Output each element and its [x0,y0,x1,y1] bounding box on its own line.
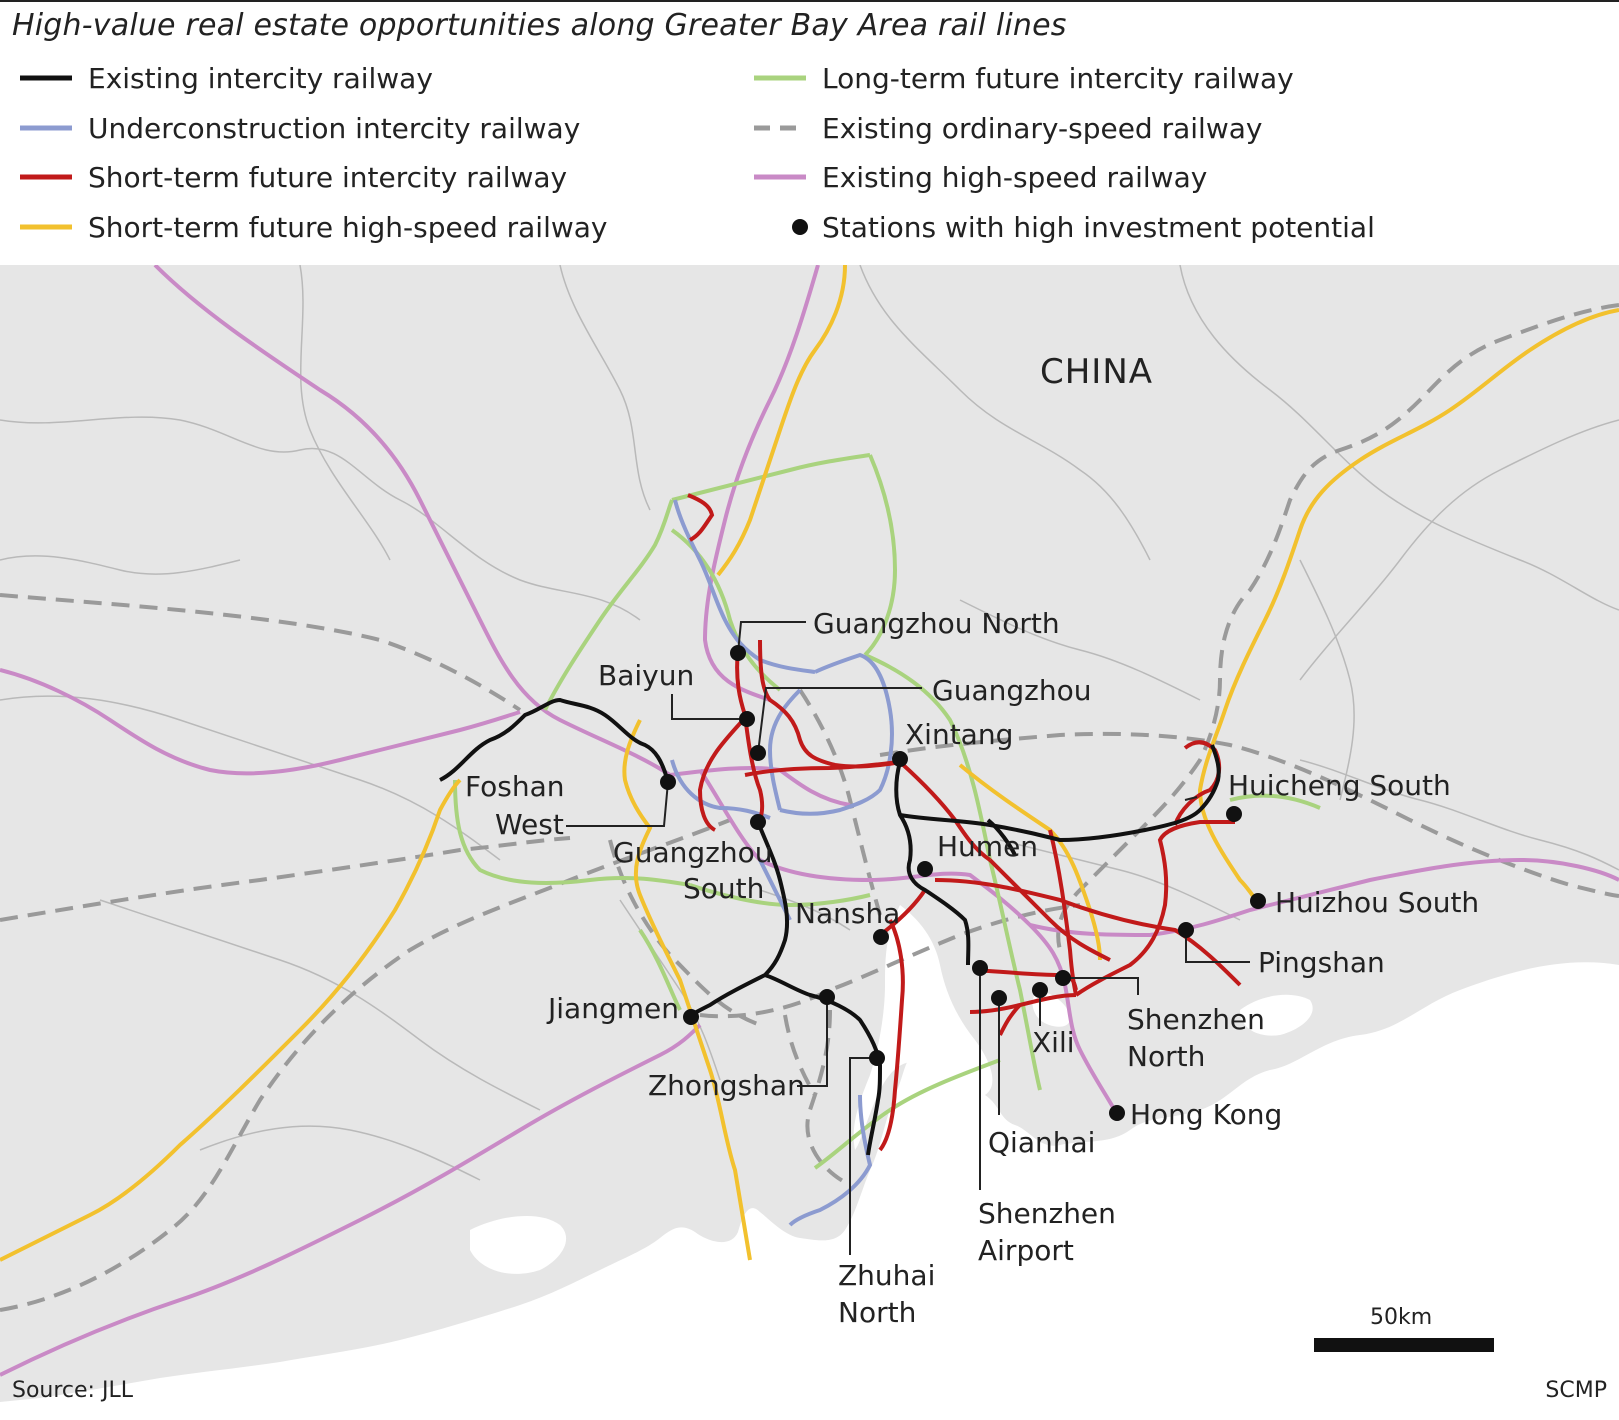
label-shenzhen-north-line2: North [1127,1040,1205,1073]
legend-swatch-ordinary-speed [752,118,808,138]
label-guangzhou-north: Guangzhou North [813,607,1060,640]
legend-item-stations: Stations with high investment potential [752,207,1375,247]
label-foshan-west-line2: West [495,808,564,841]
station-dot-guangzhou[interactable] [750,745,766,761]
credit-label: SCMP [1545,1378,1607,1403]
legend-label: Long-term future intercity railway [822,61,1294,95]
station-dot-shenzhen-north[interactable] [1055,970,1071,986]
leader-lines [566,621,1250,1255]
leader-foshan-west [566,781,669,827]
label-hong-kong: Hong Kong [1130,1098,1282,1131]
boundaries [0,264,1619,1181]
leader-zhuhai-north [849,1057,877,1255]
station-dot-shenzhen-airport[interactable] [972,960,988,976]
legend-label: Short-term future intercity railway [88,160,568,194]
leader-huicheng-south [1184,796,1198,801]
scale-bar [1314,1338,1494,1352]
legend-swatch-underconstruction-intercity [18,118,74,138]
leader-pingshan [1185,930,1250,963]
legend-label: Existing high-speed railway [822,160,1208,194]
label-zhuhai-north-line1: Zhuhai [838,1259,935,1292]
station-dot-guangzhou-south[interactable] [750,814,766,830]
leader-baiyun [671,694,747,720]
top-rule [0,0,1619,2]
legend-swatch-shortterm-highspeed [18,217,74,237]
label-nansha: Nansha [795,897,900,930]
label-xintang: Xintang [905,718,1013,751]
label-xili: Xili [1032,1026,1075,1059]
label-huizhou-south: Huizhou South [1275,886,1479,919]
legend-label: Existing ordinary-speed railway [822,111,1263,145]
label-qianhai: Qianhai [988,1126,1095,1159]
station-dot-jiangmen[interactable] [683,1009,699,1025]
map-svg: CHINA Guangzhou North Baiyun Guangzhou X… [0,263,1619,1402]
legend-item-shortterm-intercity: Short-term future intercity railway [18,157,567,197]
station-dot-pingshan[interactable] [1178,922,1194,938]
legend-swatch-longterm-intercity [752,68,808,88]
station-dot-hong-kong[interactable] [1109,1105,1125,1121]
station-dot-xili[interactable] [1032,982,1048,998]
label-guangzhou: Guangzhou [932,674,1091,707]
station-dot-huizhou-south[interactable] [1250,893,1266,909]
scale-label: 50km [1370,1305,1433,1330]
legend-label: Underconstruction intercity railway [88,111,581,145]
station-dot-nansha[interactable] [873,929,889,945]
legend-item-existing-intercity: Existing intercity railway [18,58,433,98]
station-dot-huicheng-south[interactable] [1226,806,1242,822]
legend-item-existing-highspeed: Existing high-speed railway [752,157,1207,197]
label-guangzhou-south-line1: Guangzhou [613,836,772,869]
region-label-china: CHINA [1040,352,1153,392]
daya-bay-water [1240,994,1313,1036]
label-huicheng-south: Huicheng South [1228,769,1451,802]
station-dot-zhuhai-north[interactable] [869,1050,885,1066]
label-baiyun: Baiyun [598,659,694,692]
legend-item-shortterm-highspeed: Short-term future high-speed railway [18,207,608,247]
legend-swatch-existing-intercity [18,68,74,88]
station-dot-foshan-west[interactable] [660,774,676,790]
leader-shenzhen-north [1063,977,1139,995]
label-shenzhen-north-line1: Shenzhen [1127,1003,1265,1036]
legend-label: Stations with high investment potential [822,210,1375,244]
station-dot-baiyun[interactable] [739,711,755,727]
station-dot-qianhai[interactable] [991,990,1007,1006]
label-humen: Humen [937,830,1038,863]
label-zhongshan: Zhongshan [648,1069,805,1102]
label-zhuhai-north-line2: North [838,1296,916,1329]
station-dot-zhongshan[interactable] [819,989,835,1005]
land-area [0,265,1619,1402]
legend-swatch-station-dot [752,217,808,237]
label-foshan-west-line1: Foshan [465,770,564,803]
station-dot-xintang[interactable] [892,751,908,767]
station-dot-humen[interactable] [917,861,933,877]
map-title: High-value real estate opportunities alo… [12,8,1067,43]
source-label: Source: JLL [12,1378,133,1403]
legend-item-longterm-intercity: Long-term future intercity railway [752,58,1294,98]
map: CHINA Guangzhou North Baiyun Guangzhou X… [0,263,1619,1416]
label-guangzhou-south-line2: South [683,872,764,905]
label-jiangmen: Jiangmen [546,992,679,1025]
legend-swatch-shortterm-intercity [18,167,74,187]
legend-item-underconstruction-intercity: Underconstruction intercity railway [18,108,580,148]
label-shenzhen-airport-line2: Airport [978,1234,1074,1267]
coast-water-sw [470,1215,567,1274]
label-shenzhen-airport-line1: Shenzhen [978,1197,1116,1230]
legend-item-ordinary-speed: Existing ordinary-speed railway [752,108,1262,148]
leader-guangzhou [757,687,922,754]
leader-guangzhou-north [737,621,806,654]
legend-label: Existing intercity railway [88,61,433,95]
station-dots [660,645,1266,1121]
station-dot-guangzhou-north[interactable] [730,645,746,661]
legend-label: Short-term future high-speed railway [88,210,608,244]
legend-swatch-existing-highspeed [752,167,808,187]
existing-intercity-railway [439,697,1221,1156]
leader-zhongshan [797,997,828,1087]
label-pingshan: Pingshan [1258,946,1385,979]
